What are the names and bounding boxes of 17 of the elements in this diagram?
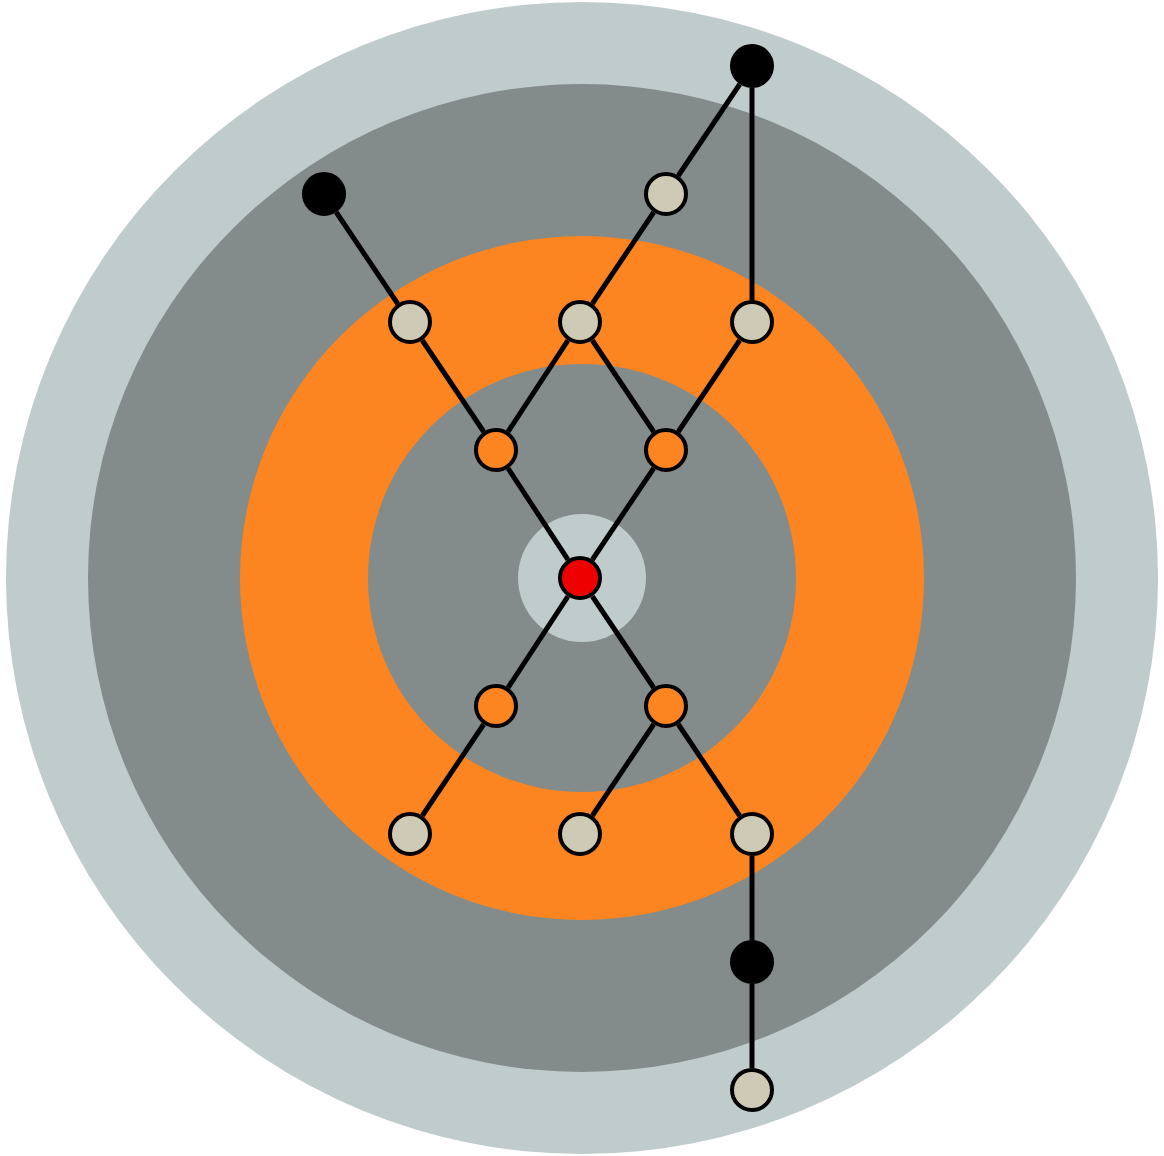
connector-line xyxy=(590,210,656,306)
connector-line xyxy=(590,722,656,818)
connector-line xyxy=(749,984,755,1068)
connector-line xyxy=(505,467,571,561)
connector-line xyxy=(334,210,400,306)
connector-line xyxy=(749,856,755,940)
connector-line xyxy=(676,338,742,434)
connector-line xyxy=(676,722,742,818)
connector-line xyxy=(505,595,571,689)
connector-line xyxy=(749,88,755,300)
connector-line xyxy=(590,594,656,690)
connector-line xyxy=(590,466,656,562)
connector-line xyxy=(590,338,656,434)
connector-line xyxy=(420,722,486,818)
connector-line xyxy=(676,82,742,178)
connector-line xyxy=(420,338,486,434)
connector-line xyxy=(505,339,571,433)
